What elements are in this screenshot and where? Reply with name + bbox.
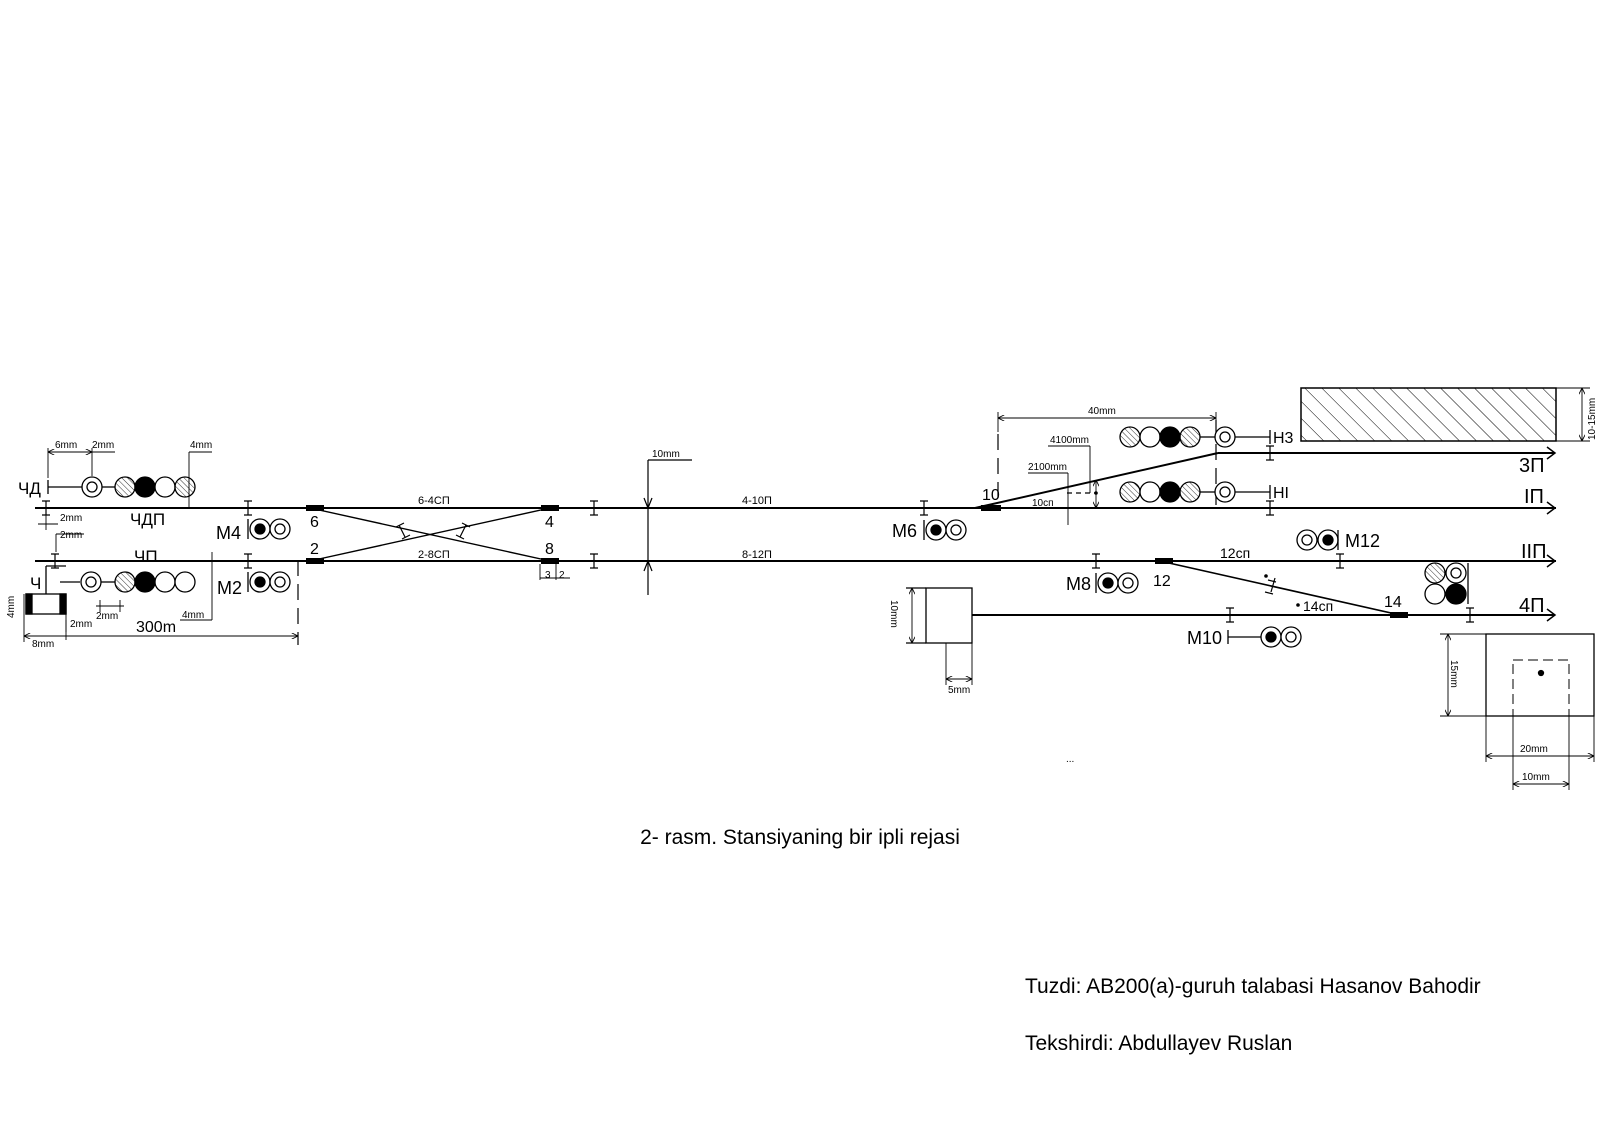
signal-n3-label: Н3 <box>1273 430 1294 447</box>
switch-2-label: 2 <box>310 541 319 558</box>
dim-10mm-a: 10mm <box>652 449 680 460</box>
dim-4mm-a: 4mm <box>190 440 212 451</box>
signal-chp-label: ЧП <box>134 547 158 566</box>
track-4p-label: 4П <box>1519 595 1545 617</box>
switch-14-label: 14 <box>1384 594 1402 611</box>
section-10sp: 10сп <box>1032 498 1054 509</box>
signal-m12-label: М12 <box>1345 531 1380 551</box>
signal-m6-label: М6 <box>892 521 917 541</box>
switch-8-label: 8 <box>545 541 554 558</box>
branch-to-3p <box>974 452 1219 509</box>
relay-box-small <box>925 587 973 644</box>
section-12sp: 12сп <box>1220 545 1250 561</box>
dim-4mm-b: 4mm <box>182 610 204 621</box>
platform <box>1300 387 1557 442</box>
signal-m10-label: М10 <box>1187 628 1222 648</box>
dim-8mm: 8mm <box>32 639 54 650</box>
figure-caption: 2- rasm. Stansiyaning bir ipli rejasi <box>640 826 960 849</box>
dim-10mm-box: 10mm <box>888 600 899 628</box>
dim-10-15mm: 10-15mm <box>1587 398 1598 440</box>
track-1p-label: IП <box>1524 486 1544 508</box>
dim-15mm: 15mm <box>1448 660 1459 688</box>
dim-small-2: 2 <box>559 570 565 581</box>
section-4-10p: 4-10П <box>742 495 772 507</box>
signal-m8-label: М8 <box>1066 574 1091 594</box>
dim-300m: 300m <box>136 619 176 636</box>
dim-10mm-c: 10mm <box>1522 772 1550 783</box>
signal-m2-label: М2 <box>217 578 242 598</box>
signal-ni-label: НI <box>1273 485 1289 502</box>
switch-10-label: 10 <box>982 487 1000 504</box>
signal-ch-label: Ч <box>30 574 41 593</box>
author-credit: Tuzdi: AB200(a)-guruh talabasi Hasanov B… <box>1025 975 1481 998</box>
section-8-12p: 8-12П <box>742 549 772 561</box>
dim-6mm: 6mm <box>55 440 77 451</box>
dim-small-3: 3 <box>545 570 551 581</box>
dim-2mm-d: 2mm <box>70 619 92 630</box>
switch-6-label: 6 <box>310 514 319 531</box>
dim-2mm-c: 2mm <box>60 530 82 541</box>
dots-mark: ... <box>1066 754 1074 765</box>
reviewer-credit: Tekshirdi: Abdullayev Ruslan <box>1025 1032 1293 1055</box>
signal-m4-label: М4 <box>216 523 241 543</box>
signal-chdp-label: ЧДП <box>130 510 165 529</box>
dim-40mm: 40mm <box>1088 406 1116 417</box>
dim-4100mm: 4100mm <box>1050 435 1089 446</box>
dim-2mm-a: 2mm <box>92 440 114 451</box>
section-14sp: 14сп <box>1303 598 1333 614</box>
dim-2100mm: 2100mm <box>1028 462 1067 473</box>
dim-20mm: 20mm <box>1520 744 1548 755</box>
crossover-2-4 <box>309 507 551 562</box>
dim-2mm-e: 2mm <box>96 611 118 622</box>
dim-5mm: 5mm <box>948 685 970 696</box>
track-3p-label: 3П <box>1519 455 1545 477</box>
branch-to-4p <box>1159 560 1401 616</box>
switch-4-label: 4 <box>545 514 554 531</box>
switch-12-label: 12 <box>1153 573 1171 590</box>
section-2-8sp: 2-8СП <box>418 549 450 561</box>
track-2p-label: IIП <box>1521 541 1547 563</box>
signal-chd-label: ЧД <box>18 479 41 498</box>
dim-2mm-b: 2mm <box>60 513 82 524</box>
section-6-4sp: 6-4СП <box>418 495 450 507</box>
dim-4mm-side: 4mm <box>6 596 17 618</box>
